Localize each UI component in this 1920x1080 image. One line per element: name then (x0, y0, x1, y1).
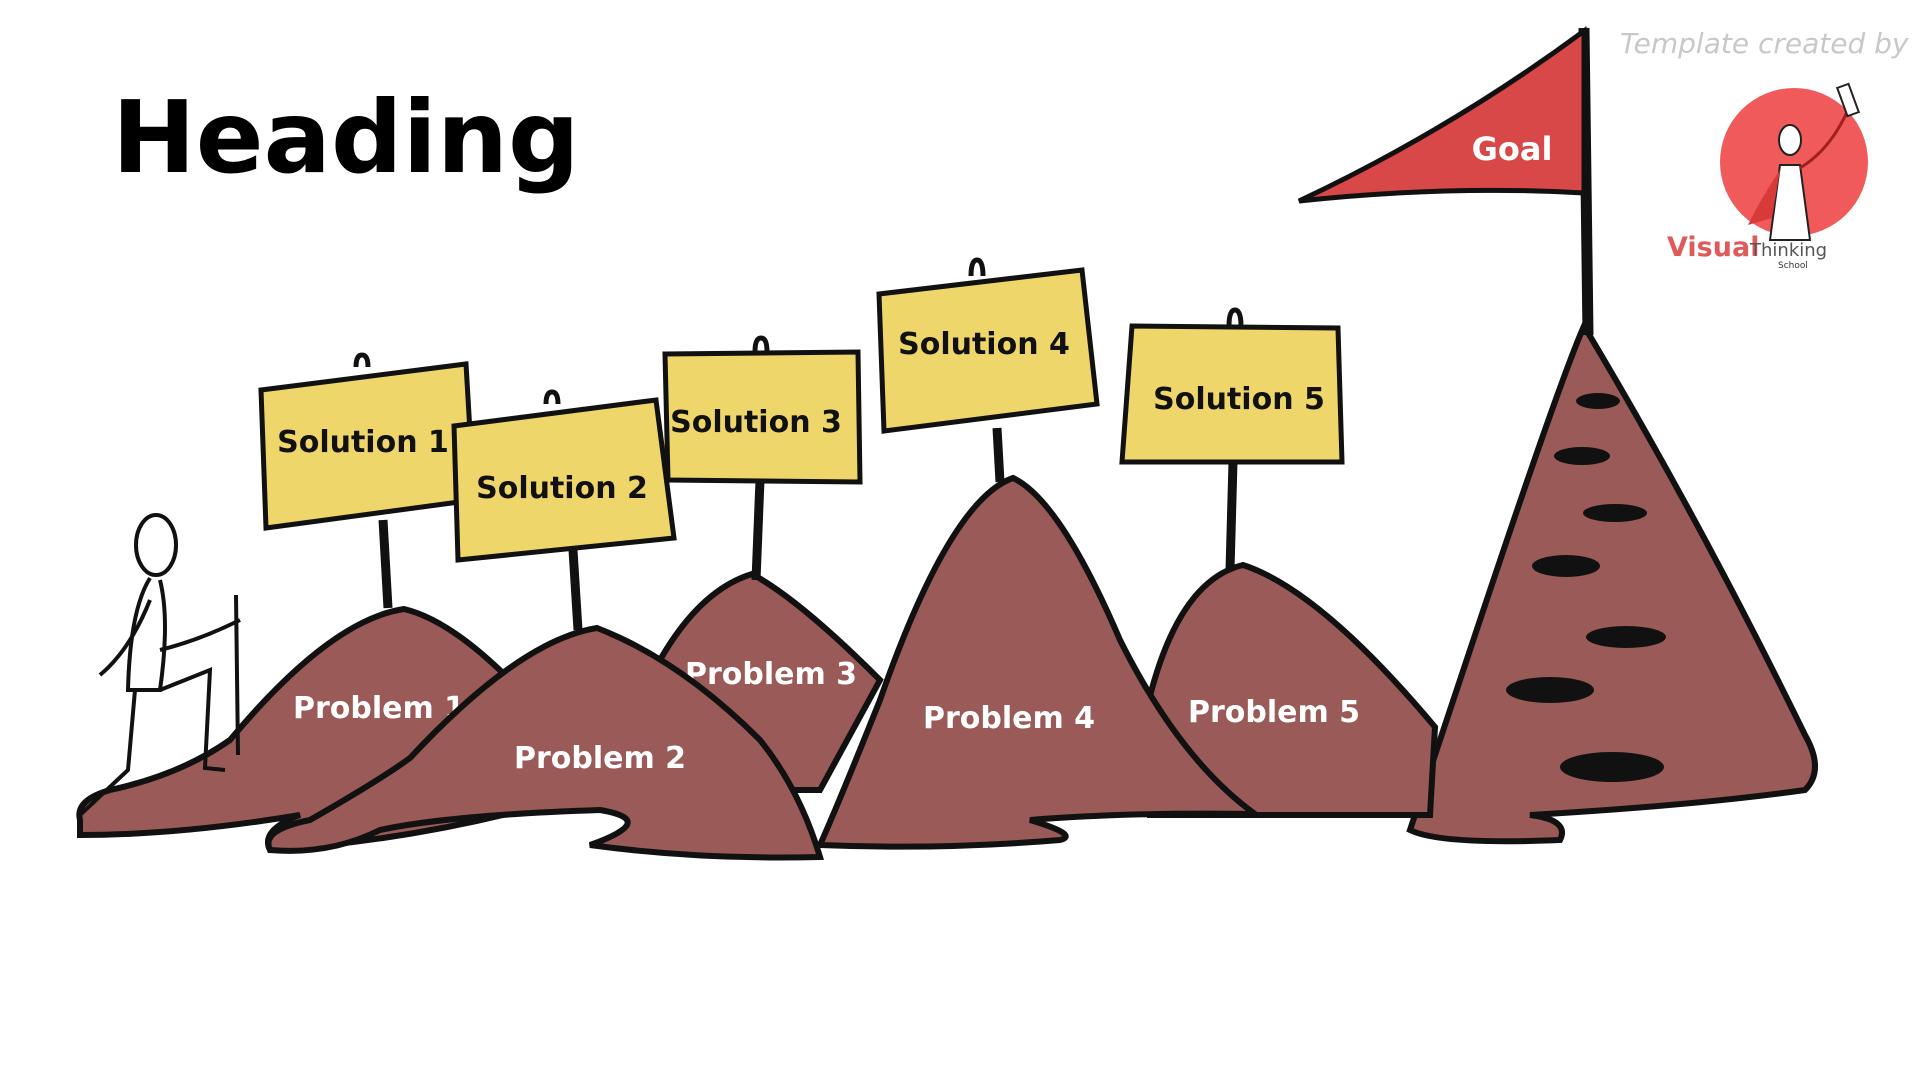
template-credit-text: Template created by (1620, 27, 1909, 60)
solution-2-label: Solution 2 (476, 471, 648, 506)
problem-1-label: Problem 1 (293, 691, 465, 726)
solution-4-sign: Solution 4 (876, 257, 1100, 483)
stick-figure-hiker (78, 513, 241, 817)
solution-4-label: Solution 4 (898, 327, 1070, 362)
solution-1-sign: Solution 1 (258, 352, 477, 609)
logo-school: School (1778, 261, 1808, 271)
solution-2-sign: Solution 2 (451, 389, 677, 631)
goal-mountain (1406, 319, 1818, 845)
logo-visual: Visual (1667, 232, 1759, 263)
problem-5-label: Problem 5 (1188, 695, 1360, 730)
problem-3-label: Problem 3 (685, 657, 857, 692)
solution-5-sign: Solution 5 (1119, 307, 1345, 571)
problem-2-label: Problem 2 (514, 741, 686, 776)
problem-2-mountain: Problem 2 (265, 624, 824, 861)
solution-3-sign: Solution 3 (662, 335, 863, 581)
problem-5-mountain: Problem 5 (1147, 561, 1439, 818)
heading: Heading (112, 79, 580, 196)
goal-flag: Goal (1297, 26, 1594, 336)
solution-3-label: Solution 3 (670, 405, 842, 440)
goal-label: Goal (1472, 130, 1553, 168)
visual-thinking-school-logo: Visual Thinking School (1667, 82, 1868, 271)
problem-4-mountain: Problem 4 (815, 474, 1265, 850)
solution-5-label: Solution 5 (1153, 382, 1325, 417)
problem-4-label: Problem 4 (923, 701, 1095, 736)
solution-1-label: Solution 1 (277, 425, 449, 460)
logo-thinking: Thinking (1749, 240, 1827, 261)
